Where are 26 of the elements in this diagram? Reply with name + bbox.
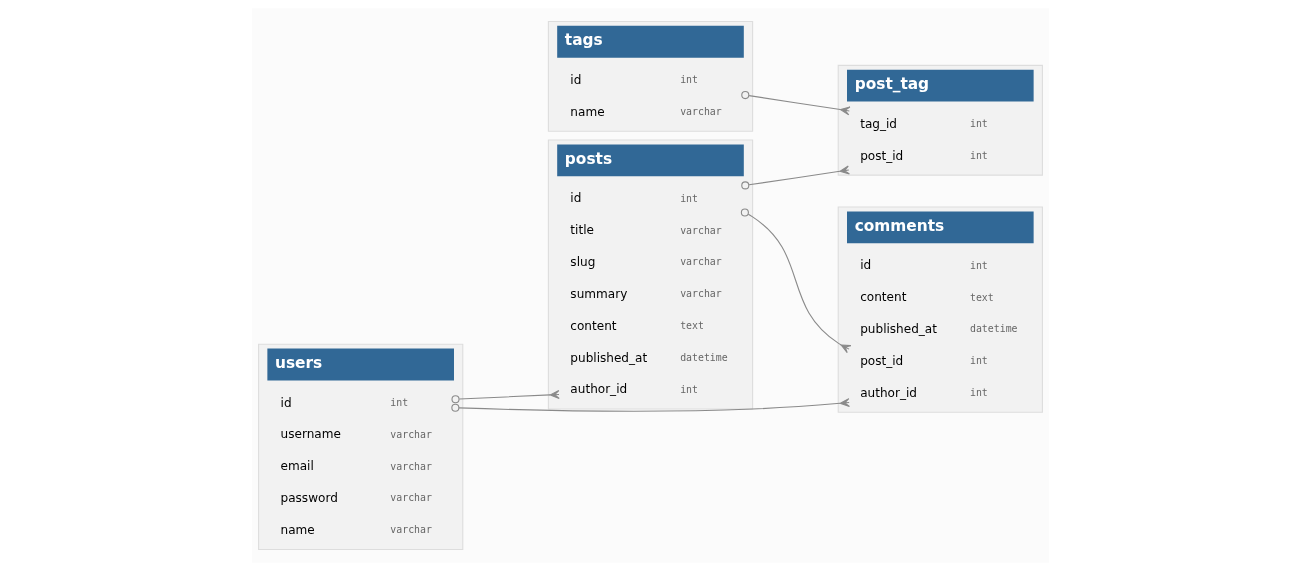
connector xyxy=(741,165,850,190)
connector xyxy=(451,389,560,404)
node-text: author_id int xyxy=(570,382,698,397)
node-text: published_at datetime xyxy=(860,322,1018,337)
connector xyxy=(741,91,851,116)
node-text: tag_id int xyxy=(860,116,988,131)
node-text: id int xyxy=(860,258,988,273)
node-text: username varchar xyxy=(280,427,432,442)
node-text: name varchar xyxy=(280,522,432,537)
node-text: title varchar xyxy=(570,223,722,238)
node-text: id int xyxy=(570,72,698,87)
node-text: author_id int xyxy=(860,385,988,400)
node-text: slug varchar xyxy=(570,255,722,270)
node-text: content text xyxy=(860,290,994,305)
connector xyxy=(451,398,850,412)
connector xyxy=(740,208,852,354)
node-text: content text xyxy=(570,318,704,333)
node-text: published_at datetime xyxy=(570,350,728,365)
node-text: post_id int xyxy=(860,148,988,163)
node-text: name varchar xyxy=(570,104,722,119)
node-text: summary varchar xyxy=(570,286,722,301)
node-text: password varchar xyxy=(280,491,432,506)
node-text: post_id int xyxy=(860,353,988,368)
node-text: id int xyxy=(280,395,409,410)
node-text: id int xyxy=(570,191,698,206)
node-text: email varchar xyxy=(280,459,432,474)
